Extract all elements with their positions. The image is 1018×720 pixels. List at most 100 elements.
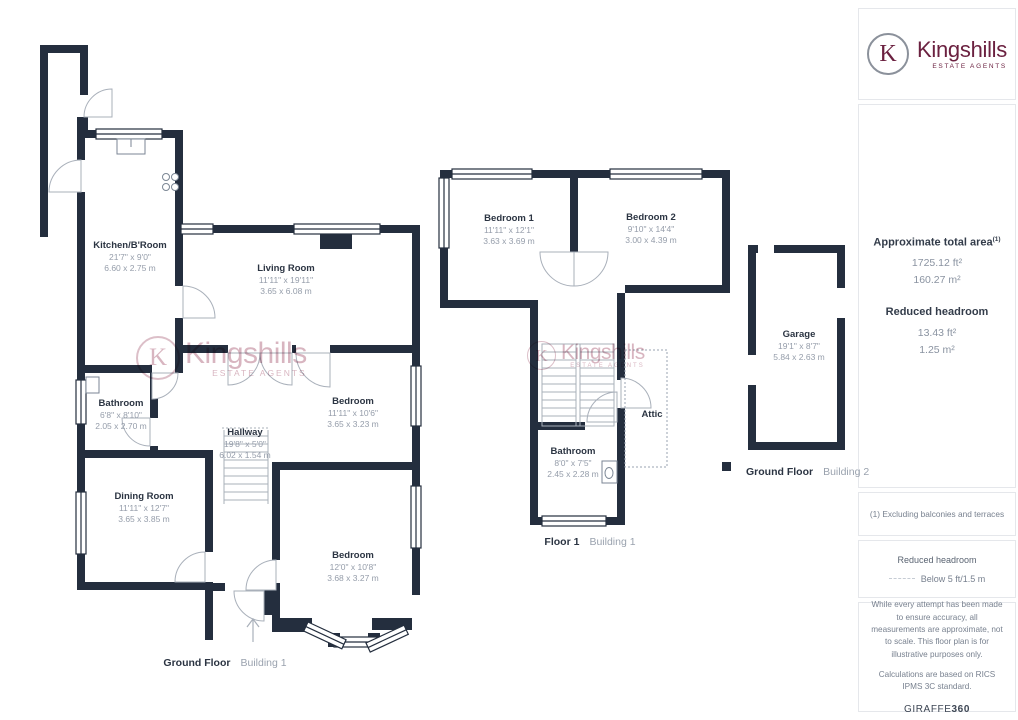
room-size-imperial: 11'11" x 12'1" <box>483 225 535 235</box>
room-name: Bathroom <box>98 398 144 409</box>
room-name: Living Room <box>257 263 315 274</box>
total-area-title: Approximate total area(1) <box>873 236 1000 249</box>
stairs-ground-floor <box>222 427 270 504</box>
hob-icon <box>162 173 179 191</box>
total-area-m: 160.27 m² <box>913 274 961 287</box>
room-name: Dining Room <box>114 491 174 502</box>
watermark-name: Kingshills <box>185 336 307 370</box>
watermark-k-circle-icon: K <box>527 341 556 370</box>
toilet-icon-floor1 <box>601 460 618 484</box>
footnote-text: (1) Excluding balconies and terraces <box>869 509 1005 519</box>
room-name: Bathroom <box>550 446 596 457</box>
room-size-imperial: 11'11" x 10'6" <box>327 408 379 418</box>
total-area-ft: 1725.12 ft² <box>911 257 963 270</box>
room-size-metric: 6.02 x 1.54 m <box>219 450 271 460</box>
building-label: Building 1 <box>589 536 636 548</box>
room-label-kitchen: Kitchen/B'Room 21'7" x 9'0" 6.60 x 2.75 … <box>93 240 167 273</box>
giraffe-text: GIRAFFE <box>903 703 952 715</box>
room-size-imperial: 12'0" x 10'8" <box>329 562 377 572</box>
room-name: Attic <box>641 409 663 420</box>
room-size-metric: 3.68 x 3.27 m <box>327 573 379 583</box>
room-label-bedroom1: Bedroom 1 11'11" x 12'1" 3.63 x 3.69 m <box>483 213 535 246</box>
watermark-tagline: ESTATE AGENTS <box>212 367 307 378</box>
room-label-bedroom-mid: Bedroom 11'11" x 10'6" 3.65 x 3.23 m <box>327 396 379 429</box>
area-summary-panel: Approximate total area(1) 1725.12 ft² 16… <box>858 104 1016 488</box>
room-size-metric: 2.45 x 2.28 m <box>547 469 599 479</box>
room-label-bedroom2: Bedroom 2 9'10" x 14'4" 3.00 x 4.39 m <box>625 212 677 245</box>
legend-title: Reduced headroom <box>897 554 977 565</box>
floor-label: Floor 1 <box>544 536 580 548</box>
room-size-metric: 3.00 x 4.39 m <box>625 235 677 245</box>
room-size-imperial: 19'8" x 5'0" <box>224 439 266 449</box>
room-label-dining-room: Dining Room 11'11" x 12'7" 3.65 x 3.85 m <box>114 491 173 524</box>
room-name: Bedroom <box>332 550 374 561</box>
room-label-living-room: Living Room 11'11" x 19'11" 3.65 x 6.08 … <box>257 263 315 296</box>
room-size-metric: 3.65 x 6.08 m <box>260 286 312 296</box>
room-size-imperial: 19'1" x 8'7" <box>778 341 820 351</box>
info-sidebar: K Kingshills ESTATE AGENTS Approximate t… <box>858 0 1017 720</box>
logo-tagline: ESTATE AGENTS <box>932 62 1007 70</box>
watermark-letter: K <box>148 344 168 371</box>
room-size-imperial: 8'0" x 7'5" <box>554 458 592 468</box>
kingshills-watermark: K Kingshills ESTATE AGENTS <box>527 341 645 370</box>
reduced-headroom-ft: 13.43 ft² <box>917 327 957 340</box>
room-size-imperial: 11'11" x 12'7" <box>118 503 170 513</box>
room-label-bedroom-bottom: Bedroom 12'0" x 10'8" 3.68 x 3.27 m <box>327 550 379 583</box>
room-label-garage: Garage 19'1" x 8'7" 5.84 x 2.63 m <box>773 329 825 362</box>
room-name: Garage <box>782 329 816 340</box>
room-label-bathroom-gf: Bathroom 6'8" x 8'10" 2.05 x 2.70 m <box>95 398 147 431</box>
reduced-headroom-title: Reduced headroom <box>885 306 989 319</box>
legend-panel: Reduced headroom Below 5 ft/1.5 m <box>858 540 1016 598</box>
logo-panel: K Kingshills ESTATE AGENTS <box>858 8 1016 100</box>
reduced-headroom-m: 1.25 m² <box>919 344 955 357</box>
giraffe360-brand: GIRAFFE360 <box>904 704 970 715</box>
caption-floor1-building1: Floor 1 Building 1 <box>544 536 635 548</box>
watermark-letter: K <box>535 345 548 365</box>
disclaimer-text: While every attempt has been made to ens… <box>871 600 1003 659</box>
room-name: Kitchen/B'Room <box>93 240 167 251</box>
disclaimer-panel: While every attempt has been made to ens… <box>858 600 1016 715</box>
garage-walls <box>748 245 845 450</box>
watermark-name: Kingshills <box>561 341 645 364</box>
room-name: Bedroom 2 <box>626 212 676 223</box>
logo-name: Kingshills <box>917 36 1007 62</box>
room-size-imperial: 21'7" x 9'0" <box>109 252 151 262</box>
room-label-bathroom-f1: Bathroom 8'0" x 7'5" 2.45 x 2.28 m <box>547 446 599 479</box>
total-area-title-text: Approximate total area <box>873 236 993 249</box>
room-size-imperial: 11'11" x 19'11" <box>258 275 314 285</box>
room-name: Bedroom <box>332 396 374 407</box>
floor-label: Ground Floor <box>163 657 231 669</box>
footnote-panel: (1) Excluding balconies and terraces <box>858 492 1016 536</box>
watermark-k-circle-icon: K <box>136 336 180 380</box>
total-area-footnote-ref: (1) <box>992 235 1001 243</box>
building-label: Building 2 <box>823 466 870 478</box>
room-size-imperial: 6'8" x 8'10" <box>100 410 142 420</box>
entrance-arrow-icon <box>246 618 260 642</box>
building2-marker <box>722 462 731 471</box>
caption-ground-floor-building1: Ground Floor Building 1 <box>163 657 286 669</box>
calculations-text: Calculations are based on RICS IPMS 3C s… <box>878 669 996 692</box>
caption-ground-floor-building2: Ground Floor Building 2 <box>746 466 869 478</box>
building-label: Building 1 <box>240 657 287 669</box>
room-name: Bedroom 1 <box>484 213 534 224</box>
room-size-metric: 2.05 x 2.70 m <box>95 421 147 431</box>
logo-k-circle-icon: K <box>867 33 910 75</box>
room-size-metric: 3.63 x 3.69 m <box>483 236 535 246</box>
legend-row: Below 5 ft/1.5 m <box>888 574 985 584</box>
room-size-metric: 3.65 x 3.85 m <box>118 514 170 524</box>
room-label-hallway: Hallway 19'8" x 5'0" 6.02 x 1.54 m <box>219 427 271 460</box>
floor-label: Ground Floor <box>746 466 814 478</box>
room-size-imperial: 9'10" x 14'4" <box>627 224 675 234</box>
room-size-metric: 3.65 x 3.23 m <box>327 419 379 429</box>
giraffe-360-text: 360 <box>951 703 971 715</box>
room-name: Hallway <box>227 427 263 438</box>
room-size-metric: 6.60 x 2.75 m <box>104 263 156 273</box>
room-size-metric: 5.84 x 2.63 m <box>773 352 825 362</box>
logo-letter: K <box>879 40 897 67</box>
kingshills-watermark: K Kingshills ESTATE AGENTS <box>136 336 307 380</box>
dashed-line-icon <box>888 578 915 579</box>
kingshills-logo: K Kingshills ESTATE AGENTS <box>867 33 1007 75</box>
room-label-attic: Attic <box>641 409 662 421</box>
